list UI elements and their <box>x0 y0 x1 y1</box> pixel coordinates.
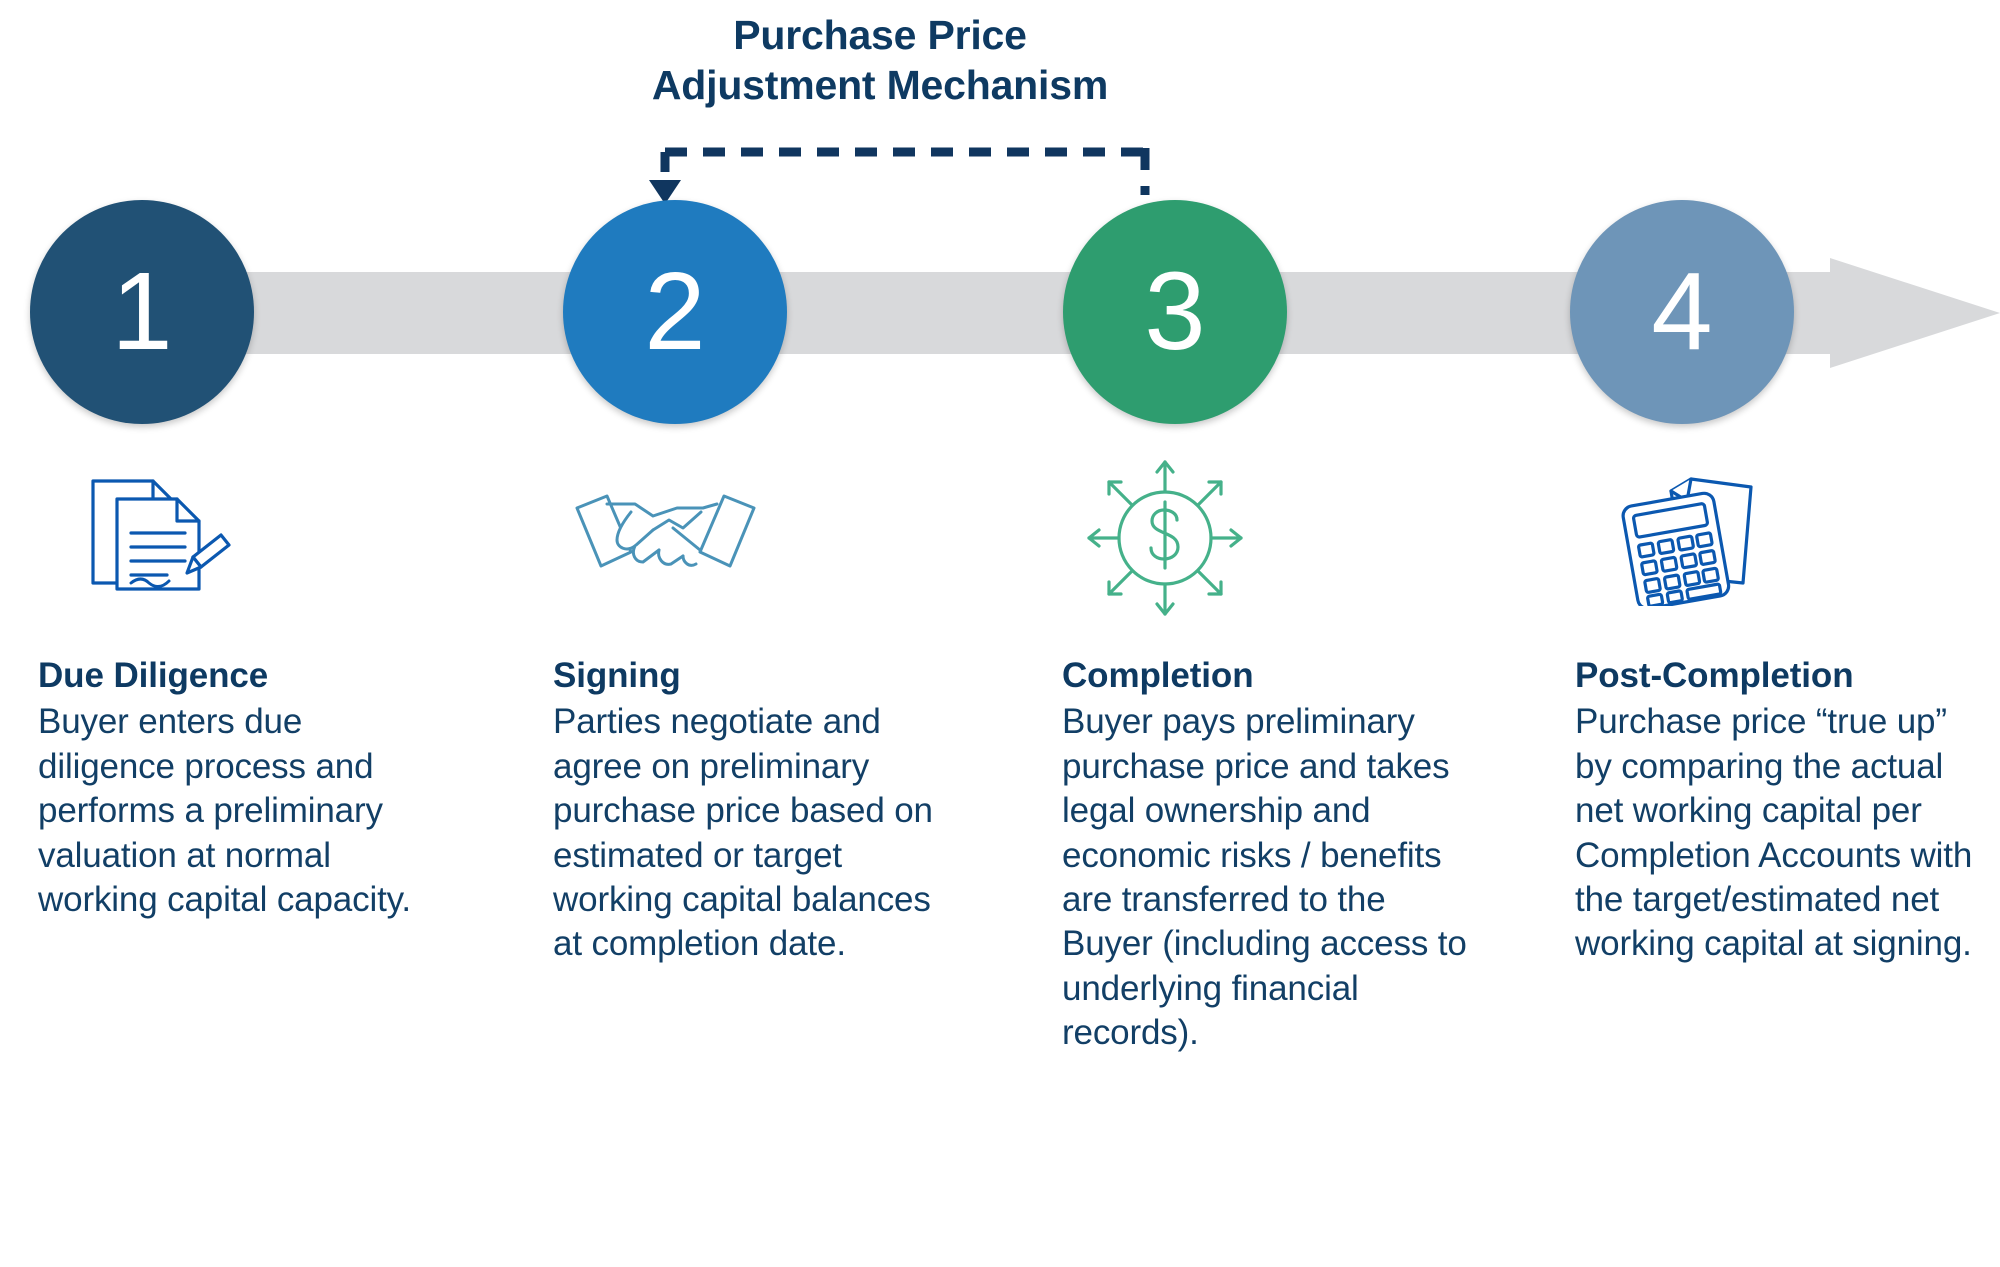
step-heading-4: Post-Completion <box>1575 656 1854 695</box>
icon-slot-3 <box>1050 460 1280 616</box>
dollar-expand-icon <box>1087 460 1243 616</box>
step-text-3: Completion Buyer pays preliminary purcha… <box>1062 655 1482 1056</box>
step-heading-2: Signing <box>553 656 681 695</box>
step-body-1: Buyer enters due diligence process and p… <box>38 702 411 920</box>
step-circle-3[interactable]: 3 <box>1063 200 1287 424</box>
step-number-2: 2 <box>644 250 706 373</box>
handshake-icon <box>575 494 755 568</box>
callout-title: Purchase Price Adjustment Mechanism <box>560 10 1200 110</box>
step-text-1: Due Diligence Buyer enters due diligence… <box>38 655 428 922</box>
step-text-2: Signing Parties negotiate and agree on p… <box>553 655 943 967</box>
callout-title-line2: Adjustment Mechanism <box>651 62 1109 109</box>
step-number-3: 3 <box>1144 250 1206 373</box>
icon-slot-4 <box>1580 468 1810 608</box>
icon-slot-1 <box>40 468 270 608</box>
document-pen-icon <box>91 478 231 591</box>
timeline-arrow-track <box>40 258 2000 368</box>
callout-title-line1: Purchase Price <box>733 12 1027 58</box>
step-number-1: 1 <box>111 250 173 373</box>
adjustment-mechanism-connector <box>649 147 1150 204</box>
step-body-2: Parties negotiate and agree on prelimina… <box>553 702 933 964</box>
step-circle-1[interactable]: 1 <box>30 200 254 424</box>
step-heading-3: Completion <box>1062 656 1254 695</box>
step-body-4: Purchase price “true up” by comparing th… <box>1575 702 1973 964</box>
step-circle-4[interactable]: 4 <box>1570 200 1794 424</box>
icon-slot-2 <box>550 468 780 608</box>
arrow-shape <box>40 258 2000 368</box>
calculator-document-icon <box>1621 476 1753 606</box>
step-number-4: 4 <box>1651 250 1713 373</box>
step-heading-1: Due Diligence <box>38 656 269 695</box>
step-text-4: Post-Completion Purchase price “true up”… <box>1575 655 1985 967</box>
step-body-3: Buyer pays preliminary purchase price an… <box>1062 702 1467 1053</box>
step-circle-2[interactable]: 2 <box>563 200 787 424</box>
